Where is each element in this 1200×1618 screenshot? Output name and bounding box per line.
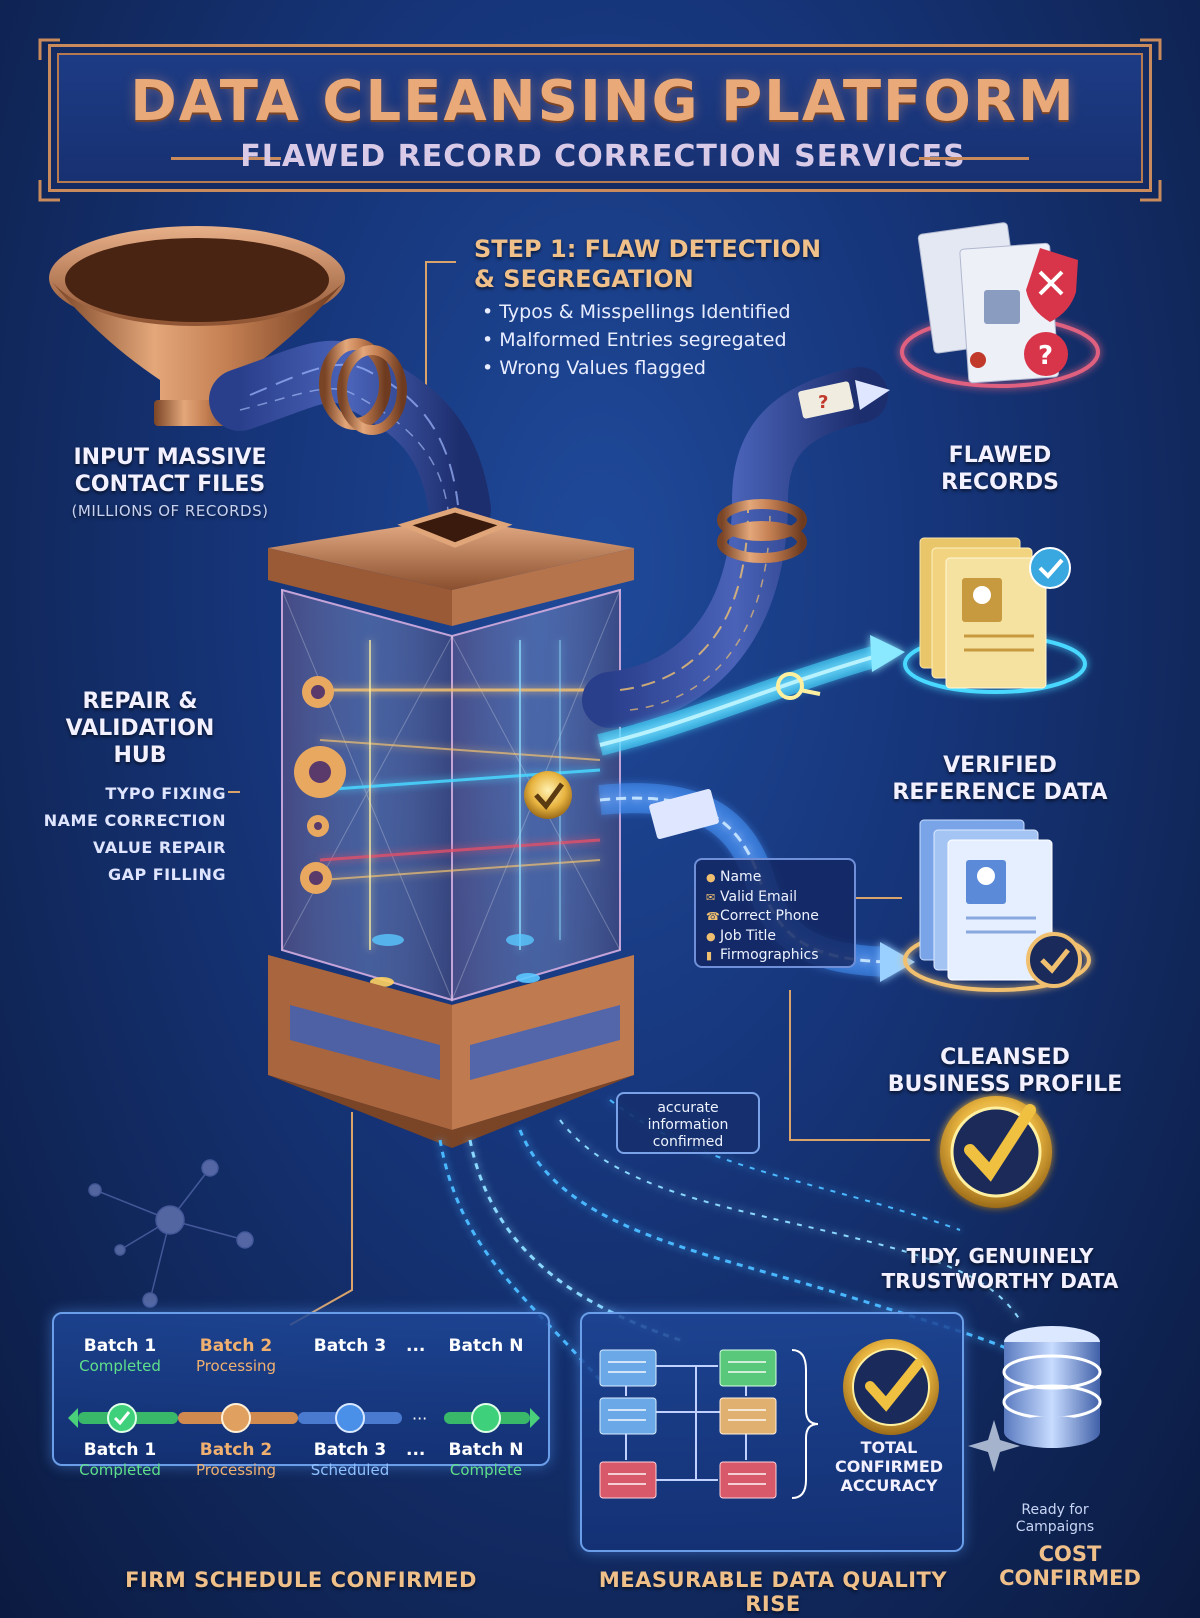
verified-data-label: VERIFIED REFERENCE DATA <box>892 753 1108 805</box>
question-tag-icon <box>798 381 854 419</box>
banner-ornaments <box>38 38 1162 202</box>
batch-bottom-3: Batch 3 Scheduled <box>310 1440 390 1479</box>
trust-check-icon <box>940 1096 1052 1208</box>
id-card-icon <box>649 789 719 839</box>
batch-top-2: Batch 2 Processing <box>195 1336 277 1375</box>
hub-label: REPAIR & VALIDATION HUB <box>65 689 215 768</box>
person-icon: ● <box>706 929 716 943</box>
field-item: ✉Valid Email <box>706 888 844 908</box>
field-item: ●Name <box>706 868 844 888</box>
hub-items: TYPO FIXING NAME CORRECTION VALUE REPAIR… <box>20 780 226 888</box>
funnel-graphic <box>49 226 345 426</box>
field-item: ▮Firmographics <box>706 946 844 966</box>
schedule-caption: FIRM SCHEDULE CONFIRMED <box>125 1568 477 1592</box>
batch-bottom-1: Batch 1 Completed <box>79 1440 161 1479</box>
step1-bullets: Typos & Misspellings Identified Malforme… <box>482 298 874 382</box>
batch-top-3: Batch 3 <box>313 1336 387 1356</box>
svg-text:···: ··· <box>412 1409 427 1428</box>
batch-top-n: Batch N <box>448 1336 524 1356</box>
step1-bullet: Malformed Entries segregated <box>482 326 874 354</box>
step1-title: STEP 1: FLAW DETECTION & SEGREGATION <box>474 235 822 293</box>
page-title: DATA CLEANSING PLATFORM <box>130 69 1076 134</box>
profile-fields-card: ●Name ✉Valid Email ☎Correct Phone ●Job T… <box>694 858 856 968</box>
hub-item: VALUE REPAIR <box>93 838 226 857</box>
flawed-records-label: FLAWED RECORDS <box>941 443 1059 495</box>
quality-panel: TOTAL CONFIRMED ACCURACY <box>580 1312 964 1552</box>
hub-item: NAME CORRECTION <box>43 811 226 830</box>
title-banner: DATA CLEANSING PLATFORM FLAWED RECORD CO… <box>48 44 1152 192</box>
field-item: ☎Correct Phone <box>706 907 844 927</box>
quality-flow-diagram <box>599 1349 819 1499</box>
email-icon: ✉ <box>706 890 716 904</box>
search-icon <box>776 672 804 700</box>
step1-bullet: Typos & Misspellings Identified <box>482 298 874 326</box>
batch-bottom-n: Batch N Complete <box>448 1440 524 1479</box>
cleansed-profile-label: CLEANSED BUSINESS PROFILE <box>887 1045 1123 1097</box>
step1-block: STEP 1: FLAW DETECTION & SEGREGATION Typ… <box>474 234 874 382</box>
confirmation-bubble: accurate information confirmed <box>616 1092 760 1154</box>
flawed-records-icon: ? <box>900 222 1100 388</box>
batch-top-1: Batch 1 Completed <box>79 1336 161 1375</box>
svg-text:?: ? <box>818 392 828 413</box>
document-icon <box>599 1349 777 1499</box>
cleansed-profile-icon <box>903 819 1091 992</box>
banner-divider-left <box>171 157 281 160</box>
step1-bullet: Wrong Values flagged <box>482 354 874 382</box>
batch-top-ellipsis: ... <box>406 1336 426 1356</box>
ready-label: Ready for Campaigns <box>1015 1502 1095 1535</box>
quality-caption: MEASURABLE DATA QUALITY RISE <box>598 1568 948 1616</box>
batch-timeline: ··· <box>68 1403 540 1433</box>
accuracy-check-icon <box>843 1339 939 1435</box>
chart-icon: ▮ <box>706 949 713 962</box>
cost-confirmed-label: COST CONFIRMED <box>999 1542 1141 1590</box>
batch-bottom-2: Batch 2 Processing <box>195 1440 277 1479</box>
input-label: INPUT MASSIVE CONTACT FILES <box>73 445 267 497</box>
field-item: ●Job Title <box>706 927 844 947</box>
gear-icon <box>294 676 346 894</box>
banner-divider-right <box>919 157 1029 160</box>
schedule-panel: Batch 1 Completed Batch 2 Processing Bat… <box>52 1312 550 1479</box>
phone-icon: ☎ <box>706 910 720 923</box>
database-icon <box>968 1326 1102 1472</box>
processing-box <box>268 507 634 1148</box>
verified-records-icon <box>903 537 1087 694</box>
accuracy-label: TOTAL CONFIRMED ACCURACY <box>834 1438 944 1495</box>
hub-item: GAP FILLING <box>107 865 226 884</box>
input-note: (MILLIONS OF RECORDS) <box>71 502 269 520</box>
batch-bottom-ellipsis: ... <box>406 1440 426 1460</box>
trustworthy-data-label: TIDY, GENUINELY TRUSTWORTHY DATA <box>881 1244 1119 1293</box>
check-badge-icon <box>524 771 572 819</box>
page-subtitle: FLAWED RECORD CORRECTION SERVICES <box>240 139 966 174</box>
hub-item: TYPO FIXING <box>105 784 226 803</box>
network-decoration <box>88 1159 254 1308</box>
input-pipe <box>209 338 491 541</box>
person-icon: ● <box>706 871 716 884</box>
svg-text:?: ? <box>1038 341 1053 371</box>
